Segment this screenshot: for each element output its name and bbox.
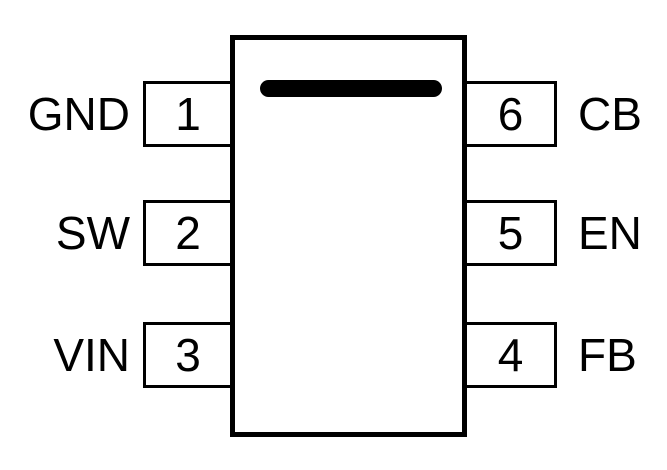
pin-box-5: 5	[464, 200, 557, 266]
pin-label-fb: FB	[578, 329, 637, 381]
pin-label-en: EN	[578, 207, 642, 259]
pin-number-2: 2	[175, 207, 201, 259]
pin-label-cb: CB	[578, 88, 642, 140]
pin-number-4: 4	[497, 329, 524, 381]
ic-body	[230, 35, 467, 437]
pin-box-3: 3	[143, 322, 233, 388]
pin-number-3: 3	[175, 329, 201, 381]
pin-box-6: 6	[464, 81, 557, 147]
pin-box-2: 2	[143, 200, 233, 266]
pin-number-1: 1	[175, 88, 201, 140]
pin-number-5: 5	[497, 207, 524, 259]
pin-label-gnd: GND	[27, 88, 130, 140]
pin-label-vin: VIN	[53, 329, 130, 381]
pin1-marker-bar	[260, 80, 442, 97]
pin-box-4: 4	[464, 322, 557, 388]
pin-box-1: 1	[143, 81, 233, 147]
pin-number-6: 6	[497, 88, 524, 140]
pin-label-sw: SW	[55, 207, 130, 259]
